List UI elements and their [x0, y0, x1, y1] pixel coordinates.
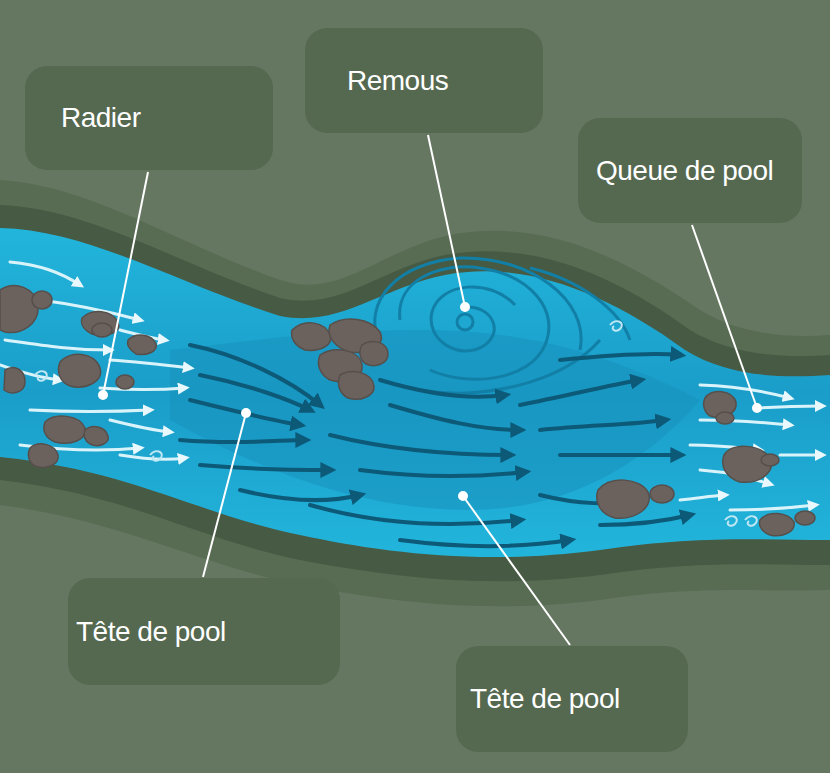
leader-line — [103, 172, 148, 395]
label-box: Queue de pool — [578, 118, 802, 223]
label-text: Tête de pool — [76, 616, 226, 648]
leader-line — [463, 496, 570, 645]
label-box: Radier — [25, 66, 273, 170]
label-text: Queue de pool — [596, 155, 773, 187]
label-text: Radier — [61, 102, 140, 134]
leader-line — [203, 413, 246, 577]
label-text: Remous — [347, 65, 448, 97]
leader-dot — [753, 404, 761, 412]
label-box: Tête de pool — [456, 646, 688, 752]
leader-dot — [461, 303, 469, 311]
leader-dot — [459, 492, 467, 500]
leader-dot — [242, 409, 250, 417]
label-box: Remous — [305, 28, 543, 133]
label-text: Tête de pool — [470, 683, 620, 715]
leader-dot — [99, 391, 107, 399]
leader-line — [692, 225, 757, 408]
label-box: Tête de pool — [68, 578, 340, 685]
leader-line — [428, 135, 465, 307]
